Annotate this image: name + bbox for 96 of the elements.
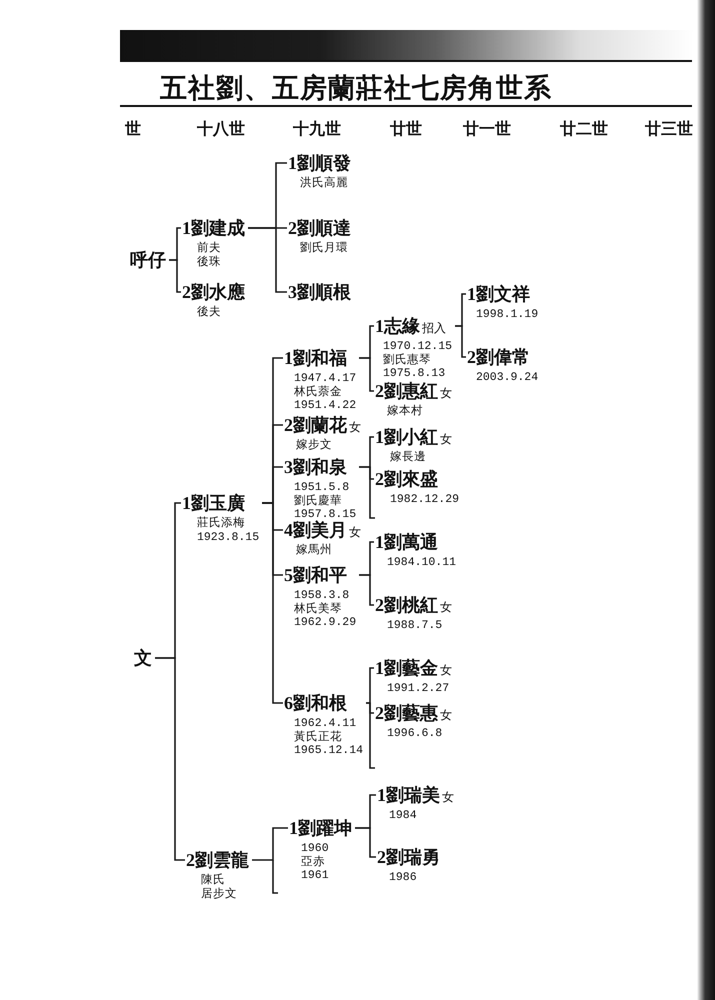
tree-connector bbox=[355, 827, 376, 858]
person-name: 2劉蘭花 bbox=[284, 414, 347, 436]
detail-line: 1961 bbox=[301, 869, 329, 882]
person-name: 2劉藝惠 bbox=[375, 702, 438, 724]
person-name: 1劉文祥 bbox=[467, 283, 530, 305]
detail-line: 居步文 bbox=[201, 888, 237, 901]
person-name: 1志緣 bbox=[375, 315, 420, 337]
person-name: 3劉和泉 bbox=[284, 456, 347, 478]
generation-label: 十九世 bbox=[293, 120, 341, 140]
tree-connector bbox=[359, 574, 374, 606]
generation-label: 廿一世 bbox=[463, 120, 511, 140]
detail-line: 1960 bbox=[301, 842, 329, 856]
detail-line: 亞赤 bbox=[301, 856, 325, 869]
name-note: 女 bbox=[349, 524, 361, 541]
person-name: 1劉萬通 bbox=[375, 531, 438, 553]
person-name: 1劉建成 bbox=[182, 217, 245, 239]
detail-line: 1991.2.27 bbox=[387, 682, 450, 696]
person-name: 文 bbox=[134, 647, 152, 669]
detail-line: 林氏萘金 bbox=[294, 386, 342, 399]
detail-line: 1984.10.11 bbox=[387, 556, 456, 570]
person-name: 2劉偉常 bbox=[467, 346, 530, 368]
name-note: 女 bbox=[440, 707, 452, 724]
detail-line: 1998.1.19 bbox=[476, 308, 538, 322]
detail-line: 1982.12.29 bbox=[390, 493, 460, 506]
detail-line: 1958.3.8 bbox=[294, 589, 350, 602]
detail-line: 1923.8.15 bbox=[197, 530, 260, 544]
person-name: 2劉順達 bbox=[288, 217, 351, 239]
page-title: 五社劉、五房蘭莊社七房角世系 bbox=[160, 72, 552, 105]
detail-line: 嫁馬州 bbox=[296, 544, 332, 558]
detail-line: 1962.4.11 bbox=[294, 717, 356, 730]
tree-connector bbox=[248, 227, 287, 293]
detail-line: 後夫 bbox=[197, 306, 221, 320]
person-name: 1劉藝金 bbox=[375, 657, 438, 679]
detail-line: 劉氏月環 bbox=[300, 242, 348, 256]
person-name: 5劉和平 bbox=[284, 564, 347, 586]
name-note: 女 bbox=[440, 662, 452, 679]
detail-line: 前夫 bbox=[197, 242, 221, 256]
person-name: 4劉美月 bbox=[284, 519, 347, 541]
name-note: 女 bbox=[440, 599, 452, 616]
generation-label: 廿三世 bbox=[645, 120, 693, 140]
detail-line: 1984 bbox=[389, 809, 417, 822]
generation-label: 世 bbox=[125, 120, 141, 140]
name-note: 女 bbox=[349, 419, 361, 436]
person-name: 2劉來盛 bbox=[375, 468, 438, 490]
person-name: 1劉躍坤 bbox=[289, 817, 352, 839]
tree-connector bbox=[252, 827, 288, 861]
person-name: 6劉和根 bbox=[284, 692, 347, 714]
detail-line: 劉氏慶華 bbox=[294, 494, 342, 508]
person-name: 1劉順發 bbox=[288, 152, 351, 174]
detail-line: 洪氏高麗 bbox=[300, 177, 348, 190]
detail-line: 1951.5.8 bbox=[294, 481, 350, 494]
name-note: 女 bbox=[440, 385, 452, 402]
person-name: 2劉惠紅 bbox=[375, 380, 438, 402]
detail-line: 嫁步文 bbox=[296, 439, 332, 452]
generation-label: 廿世 bbox=[390, 120, 422, 140]
detail-line: 1988.7.5 bbox=[387, 619, 442, 632]
detail-line: 嫁長邊 bbox=[390, 451, 426, 464]
name-note: 招入 bbox=[422, 320, 446, 337]
person-name: 2劉雲龍 bbox=[186, 849, 249, 871]
detail-line: 1975.8.13 bbox=[383, 367, 446, 380]
detail-line: 1986 bbox=[389, 871, 417, 884]
person-name: 2劉瑞勇 bbox=[377, 846, 440, 868]
detail-line: 黃氏正花 bbox=[294, 730, 342, 744]
person-name: 呼仔 bbox=[130, 249, 166, 271]
detail-line: 1996.6.8 bbox=[387, 727, 442, 740]
detail-line: 1957.8.15 bbox=[294, 508, 356, 521]
detail-line: 1970.12.15 bbox=[383, 340, 452, 354]
name-note: 女 bbox=[442, 789, 454, 806]
detail-line: 1962.9.29 bbox=[294, 616, 356, 630]
name-note: 女 bbox=[440, 431, 452, 448]
detail-line: 1951.4.22 bbox=[294, 399, 356, 412]
generation-label: 廿二世 bbox=[560, 120, 608, 140]
detail-line: 林氏美琴 bbox=[294, 602, 342, 616]
tree-connector bbox=[169, 259, 181, 293]
detail-line: 嫁本村 bbox=[387, 405, 423, 418]
detail-line: 1947.4.17 bbox=[294, 372, 356, 386]
detail-line: 莊氏添梅 bbox=[197, 517, 245, 530]
tree-connector bbox=[366, 667, 374, 704]
tree-connector bbox=[359, 466, 374, 480]
detail-line: 1965.12.14 bbox=[294, 744, 364, 758]
detail-line: 陳氏 bbox=[201, 874, 225, 888]
person-name: 1劉小紅 bbox=[375, 426, 438, 448]
tree-connector bbox=[366, 702, 374, 714]
detail-line: 後珠 bbox=[197, 256, 221, 269]
person-name: 1劉和福 bbox=[284, 347, 347, 369]
tree-connector bbox=[455, 325, 466, 358]
person-name: 1劉瑞美 bbox=[377, 784, 440, 806]
tree-connector bbox=[155, 657, 185, 861]
person-name: 2劉水應 bbox=[182, 281, 245, 303]
generation-label: 十八世 bbox=[197, 120, 245, 140]
tree-connector bbox=[359, 357, 374, 392]
detail-line: 劉氏惠琴 bbox=[383, 354, 431, 367]
person-name: 2劉桃紅 bbox=[375, 594, 438, 616]
person-name: 3劉順根 bbox=[288, 281, 351, 303]
detail-line: 2003.9.24 bbox=[476, 371, 538, 384]
person-name: 1劉玉廣 bbox=[182, 492, 245, 514]
